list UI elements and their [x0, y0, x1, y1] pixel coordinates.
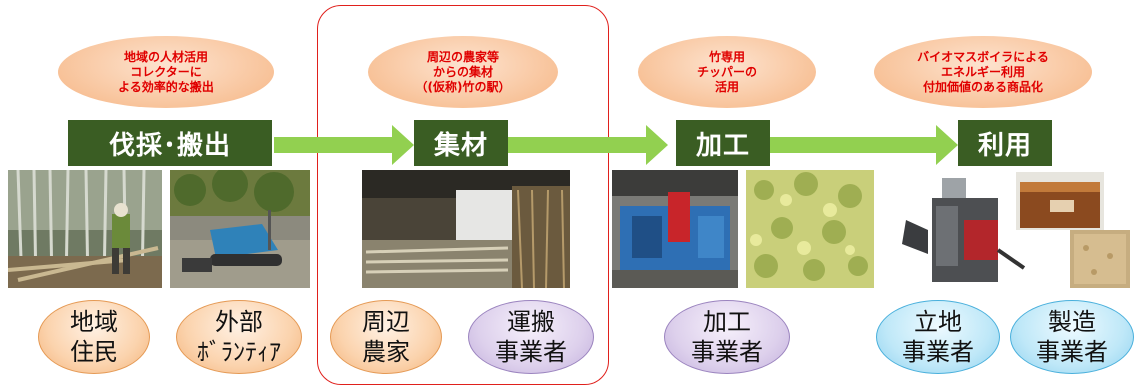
actor-manufacturers: 製造 事業者 — [1010, 300, 1134, 374]
note-text-collection: 周辺の農家等 からの集材 （(仮称)竹の駅） — [415, 49, 511, 94]
actor-transport-operators-label: 運搬 事業者 — [495, 308, 567, 366]
note-text-harvest: 地域の人材活用 コレクターに よる効率的な搬出 — [118, 49, 214, 94]
stage-collection: 集材 — [414, 120, 508, 166]
stage-collection-label: 集材 — [433, 130, 488, 161]
note-bubble-utilization: バイオマスボイラによる エネルギー利用 付加価値のある商品化 — [874, 36, 1092, 108]
actor-external-volunteers: 外部 ﾎﾞﾗﾝﾃｨｱ — [176, 300, 302, 374]
photo-bamboo-chips — [746, 170, 874, 288]
note-text-processing: 竹専用 チッパーの 活用 — [696, 49, 757, 94]
flow-arrow-3 — [770, 125, 958, 165]
actor-site-operators: 立地 事業者 — [876, 300, 1000, 374]
actor-processing-operators: 加工 事業者 — [664, 300, 790, 374]
photo-product-box — [1016, 172, 1104, 230]
actor-local-residents-label: 地域 住民 — [70, 308, 118, 366]
note-bubble-processing: 竹専用 チッパーの 活用 — [638, 36, 816, 108]
actor-local-residents: 地域 住民 — [38, 300, 150, 374]
stage-harvest-label: 伐採･搬出 — [108, 130, 231, 161]
stage-harvest: 伐採･搬出 — [68, 120, 272, 166]
highlight-frame-collection — [317, 5, 609, 385]
note-text-utilization: バイオマスボイラによる エネルギー利用 付加価値のある商品化 — [917, 49, 1049, 94]
actor-manufacturers-label: 製造 事業者 — [1036, 308, 1108, 366]
actor-site-operators-label: 立地 事業者 — [902, 308, 974, 366]
note-bubble-collection: 周辺の農家等 からの集材 （(仮称)竹の駅） — [368, 36, 558, 108]
note-bubble-harvest: 地域の人材活用 コレクターに よる効率的な搬出 — [58, 36, 274, 108]
photo-crawler-carrier — [170, 170, 310, 288]
actor-nearby-farmers: 周辺 農家 — [330, 300, 442, 374]
photo-bamboo-forest — [8, 170, 162, 288]
flow-arrow-2 — [508, 125, 668, 165]
photo-chipper-machine — [612, 170, 738, 288]
actor-transport-operators: 運搬 事業者 — [468, 300, 594, 374]
stage-utilization-label: 利用 — [977, 130, 1032, 161]
actor-external-volunteers-label: 外部 ﾎﾞﾗﾝﾃｨｱ — [197, 308, 281, 366]
stage-utilization: 利用 — [958, 120, 1052, 166]
photo-collection-shed — [362, 170, 570, 288]
photo-biomass-boiler — [888, 170, 1028, 288]
photo-product-board — [1070, 230, 1130, 288]
stage-processing: 加工 — [676, 120, 770, 166]
actor-nearby-farmers-label: 周辺 農家 — [362, 308, 410, 366]
flow-arrow-1 — [274, 125, 414, 165]
actor-processing-operators-label: 加工 事業者 — [691, 308, 763, 366]
stage-processing-label: 加工 — [695, 130, 750, 161]
